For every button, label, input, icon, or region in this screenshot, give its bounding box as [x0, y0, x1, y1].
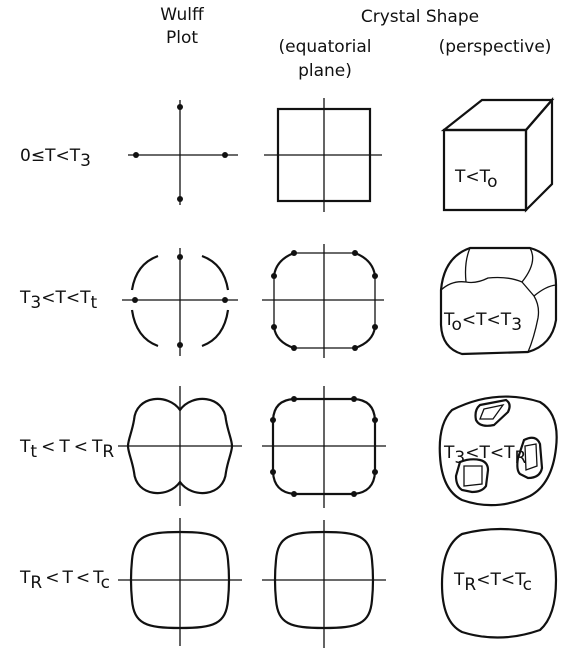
row-label-2: T3<T<Tt: [19, 288, 98, 313]
row-label-3: Tt<T<TR: [19, 437, 114, 462]
wulff-header-line1: Wulff: [160, 5, 205, 25]
equatorial-section-row-3: [262, 386, 386, 508]
perspective-label-4: TR<T<Tc: [453, 570, 532, 595]
row-label-1: 0≤T<T3: [20, 146, 91, 171]
equatorial-section-row-4: [262, 520, 386, 648]
equatorial-section-row-2: [262, 244, 384, 358]
crystal-shape-header: Crystal Shape: [361, 7, 479, 27]
column-headers: Wulff Plot Crystal Shape (equatorial pla…: [160, 5, 551, 81]
wulff-header-line2: Plot: [166, 28, 198, 48]
row-label-4: TR<T<Tc: [19, 568, 110, 593]
perspective-rounded-shape-row-4: TR<T<Tc: [440, 527, 558, 639]
row-labels: 0≤T<T3 T3<T<Tt Tt<T<TR TR<T<Tc: [19, 146, 114, 593]
perspective-label-3: T3<T<TR: [443, 443, 527, 468]
perspective-cube-row-1: T<To: [440, 97, 555, 213]
perspective-header: (perspective): [439, 37, 552, 57]
perspective-blob-with-facets-row-3: T3<T<TR: [438, 395, 558, 507]
equatorial-section-row-1: [264, 98, 382, 212]
perspective-label-2: To<T<T3: [443, 310, 522, 335]
equatorial-header-line1: (equatorial: [279, 37, 372, 57]
wulff-plot-row-2: [122, 248, 238, 356]
equatorial-header-line2: plane): [298, 61, 352, 81]
perspective-label-1: T<To: [454, 167, 498, 192]
perspective-rounded-cube-row-2: To<T<T3: [439, 246, 558, 356]
wulff-plot-row-1: [128, 100, 238, 205]
wulff-plot-row-3: [118, 386, 242, 506]
wulff-plot-row-4: [118, 518, 242, 646]
